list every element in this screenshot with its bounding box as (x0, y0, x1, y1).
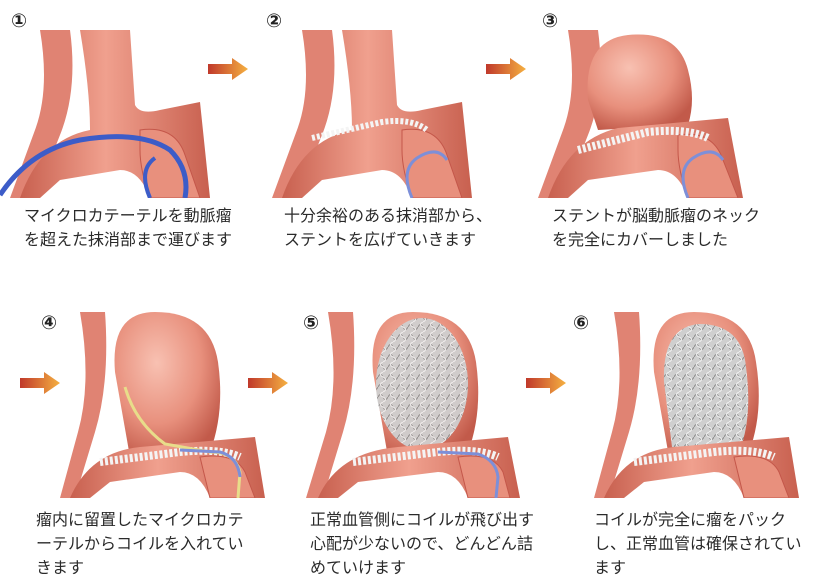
arrow-1-to-2 (208, 58, 248, 80)
step-5-illustration (298, 312, 528, 498)
step-4-number: ④ (36, 310, 62, 336)
step-6-number: ⑥ (568, 310, 594, 336)
step-2-illustration (262, 30, 472, 198)
step-1-illustration (0, 30, 210, 198)
step-2-caption: 十分余裕のある抹消部から、ステントを広げていきます (284, 204, 500, 252)
step-4-illustration (60, 312, 270, 498)
step-6-illustration (594, 312, 804, 498)
step-3-caption: ステントが脳動脈瘤のネックを完全にカバーしました (552, 204, 774, 252)
step-4-caption: 瘤内に留置したマイクロカテーテルからコイルを入れていきます (36, 508, 258, 580)
step-5-caption: 正常血管側にコイルが飛び出す心配が少ないので、どんどん詰めていけます (310, 508, 540, 580)
arrow-5-to-6 (526, 372, 566, 394)
step-3-illustration (528, 30, 758, 198)
step-6-caption: コイルが完全に瘤をパックし、正常血管は確保されています (594, 508, 816, 580)
step-1-caption: マイクロカテーテルを動脈瘤を超えた抹消部まで運びます (24, 204, 236, 252)
arrow-2-to-3 (486, 58, 526, 80)
arrow-into-4 (20, 372, 60, 394)
arrow-4-to-5 (248, 372, 288, 394)
